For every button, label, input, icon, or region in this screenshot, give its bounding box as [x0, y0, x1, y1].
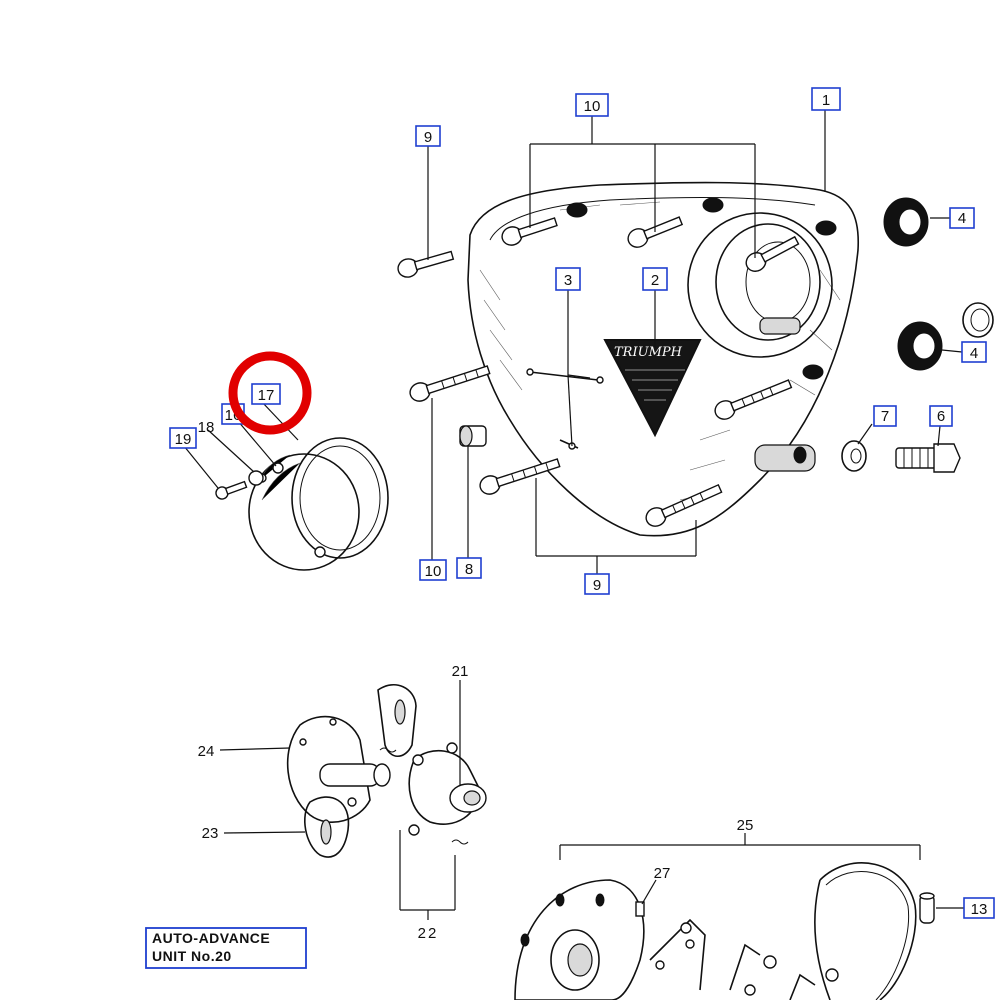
screw-10-left: [409, 365, 491, 402]
label-21: 21: [452, 663, 469, 680]
callout-17: 17: [251, 383, 281, 405]
svg-text:4: 4: [970, 345, 978, 362]
svg-text:9: 9: [593, 577, 601, 594]
cover-screws: [501, 216, 800, 527]
triumph-badge: TRIUMPH: [603, 339, 702, 438]
cam-unit-21: [408, 742, 487, 836]
callout-1: 1: [811, 87, 841, 111]
screw-27: [635, 901, 645, 917]
highlight-ring: [228, 351, 312, 435]
svg-text:10: 10: [425, 563, 442, 580]
label-24: 24: [198, 743, 215, 760]
auto-advance-plate: [286, 715, 391, 824]
dowel-pins: [526, 368, 604, 450]
svg-text:3: 3: [564, 272, 572, 289]
breaker-base-plate: [514, 879, 645, 1000]
timing-cover: [467, 181, 860, 537]
callout-9-top: 9: [415, 125, 441, 147]
label-23: 23: [202, 825, 219, 842]
label-27: 27: [654, 865, 671, 882]
springs: [379, 747, 469, 845]
svg-text:10: 10: [584, 98, 601, 115]
svg-text:4: 4: [958, 210, 966, 227]
auto-advance-caption: AUTO-ADVANCE UNIT No.20: [145, 927, 307, 969]
svg-text:8: 8: [465, 561, 473, 578]
callout-4-lower: 4: [961, 341, 987, 363]
svg-text:1: 1: [822, 92, 830, 109]
contact-breaker-cover: [248, 437, 389, 571]
callout-6: 6: [929, 405, 953, 427]
sleeve-13: [919, 892, 935, 924]
svg-text:13: 13: [971, 901, 988, 918]
svg-text:17: 17: [258, 387, 275, 404]
svg-text:7: 7: [881, 408, 889, 425]
breaker-points: [649, 918, 839, 1000]
svg-text:19: 19: [175, 431, 192, 448]
callout-19: 19: [169, 427, 197, 449]
oil-seal-4-upper: [883, 197, 929, 247]
callout-8: 8: [456, 557, 482, 579]
oil-seal-4-lower: [897, 321, 943, 371]
callout-3: 3: [555, 267, 581, 291]
spacer-8: [459, 425, 487, 447]
label-18: 18: [198, 419, 215, 436]
circlip: [962, 302, 994, 338]
callout-9-bottom: 9: [584, 573, 610, 595]
callout-7: 7: [873, 405, 897, 427]
callout-10-bottom: 10: [419, 559, 447, 581]
label-25: 25: [737, 817, 754, 834]
screw-9-bottom: [479, 458, 561, 495]
washer-7: [841, 440, 867, 472]
svg-text:9: 9: [424, 129, 432, 146]
caption-line-2: UNIT No.20: [152, 948, 232, 964]
screw-9-top: [397, 250, 455, 278]
svg-text:2: 2: [651, 272, 659, 289]
callout-13: 13: [963, 897, 995, 919]
svg-text:6: 6: [937, 408, 945, 425]
screw-19: [215, 480, 248, 500]
bob-weight-upper: [377, 684, 417, 758]
caption-line-1: AUTO-ADVANCE: [152, 930, 270, 946]
bolt-6: [895, 443, 961, 473]
leader-lines: [183, 110, 964, 920]
bob-weight-23: [304, 796, 357, 858]
spring-leaf: [814, 862, 917, 1000]
label-22: 22: [418, 925, 439, 942]
callout-4-upper: 4: [949, 207, 975, 229]
washer-18: [248, 470, 264, 486]
badge-text: TRIUMPH: [614, 345, 683, 360]
callout-2: 2: [642, 267, 668, 291]
callout-10-top: 10: [575, 93, 609, 117]
